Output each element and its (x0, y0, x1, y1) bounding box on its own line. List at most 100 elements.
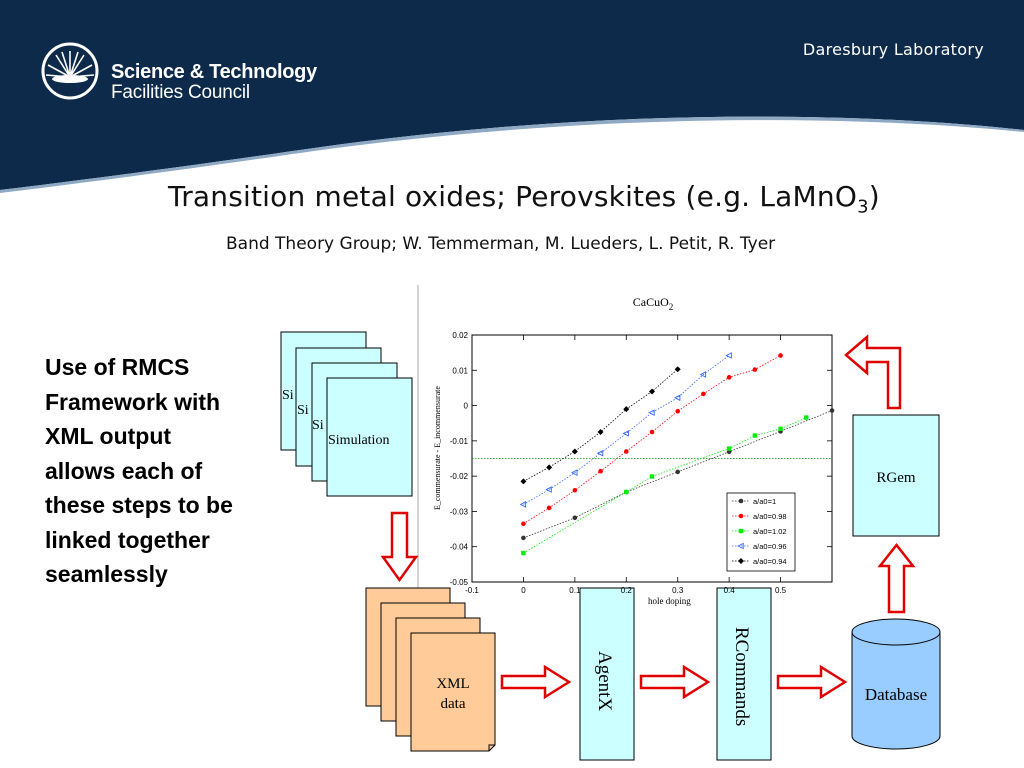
data-point (649, 429, 655, 435)
x-tick-label: -0.1 (465, 586, 479, 595)
x-tick-label: 0.5 (775, 586, 787, 595)
y-tick-label: 0.01 (452, 366, 468, 375)
rgem-box (852, 414, 940, 537)
data-point (778, 426, 783, 432)
data-point (649, 474, 655, 479)
arrow-xml-to-agentx (500, 664, 572, 700)
xml-label-1: XML (436, 676, 469, 692)
data-point (674, 366, 681, 373)
data-point (596, 449, 604, 457)
chart-legend: a/a0=1 a/a0=0.98 a/a0=1.02 a/a0=0.96 a/a0=0.… (726, 492, 796, 572)
simulation-label-1: Si (282, 388, 294, 403)
x-tick-label: 0.2 (621, 586, 633, 595)
data-point (778, 353, 783, 358)
series-a/a0=0.98 (521, 353, 783, 527)
series-a/a0=0.96 (519, 352, 732, 508)
series-a/a0=1.02 (521, 415, 809, 556)
data-point (726, 375, 732, 380)
simulation-label-3: Si (312, 418, 324, 433)
series-a/a0=0.94 (520, 366, 681, 485)
database-cylinder: Database (851, 618, 941, 750)
data-point (738, 498, 744, 504)
legend-label: a/a0=0.98 (753, 512, 787, 521)
series-line (523, 355, 781, 525)
agentx-box (579, 587, 635, 761)
y-tick-label: 0 (464, 402, 469, 411)
data-point (649, 388, 655, 395)
y-tick-label: -0.05 (450, 578, 469, 587)
chart-xlabel: hole doping (648, 596, 691, 606)
x-tick-label: 0.4 (724, 586, 736, 595)
header-banner (0, 0, 1024, 193)
logo-line-1: Science & Technology (111, 61, 317, 83)
data-point (726, 446, 732, 451)
data-point (624, 489, 629, 495)
stfc-logo-icon (41, 42, 99, 100)
rgem-label: RGem (876, 470, 915, 486)
lab-name: Daresbury Laboratory (802, 40, 984, 59)
data-point (737, 542, 744, 550)
data-point (519, 501, 527, 508)
y-tick-label: -0.03 (450, 507, 469, 516)
data-point (675, 408, 681, 414)
chart-title: CaCuO2 (633, 295, 674, 312)
data-point (738, 513, 744, 519)
data-point (571, 469, 578, 476)
arrow-rcommands-to-database (776, 664, 848, 700)
arrow-database-to-rgem (877, 542, 916, 614)
database-label: Database (865, 685, 927, 704)
data-point (571, 448, 578, 455)
data-point (546, 505, 552, 511)
rcommands-label: RCommands (731, 627, 752, 726)
legend-label: a/a0=0.96 (753, 542, 787, 551)
data-point (521, 550, 526, 556)
data-point (598, 468, 603, 474)
rcommands-box (716, 587, 772, 761)
arrow-down-to-xml (380, 511, 419, 583)
xml-card-4 (410, 632, 496, 752)
data-point (738, 528, 744, 534)
legend-box (726, 492, 796, 572)
data-point (675, 469, 681, 475)
data-point (804, 415, 809, 420)
slide-title: Transition metal oxides; Perovskites (e.… (168, 180, 880, 218)
arrow-agentx-to-rcommands (639, 664, 711, 700)
data-point (545, 486, 552, 493)
data-point (597, 429, 604, 436)
data-point (701, 391, 706, 397)
data-point (752, 433, 758, 438)
chart-ylabel: E_commensurate - E_incommensurate (433, 386, 442, 510)
data-point (623, 449, 629, 454)
simulation-card-4 (326, 377, 413, 497)
data-point (738, 558, 744, 564)
x-tick-label: 0.3 (672, 586, 684, 595)
data-point (648, 409, 655, 416)
data-point (829, 408, 835, 413)
legend-label: a/a0=1.02 (753, 527, 787, 536)
x-tick-label: 0 (521, 586, 526, 595)
xml-label-2: data (441, 696, 466, 712)
xml-data-stack: XML data (365, 587, 496, 752)
y-tick-label: 0.02 (452, 331, 468, 340)
body-text: Use of RMCS Framework with XML output al… (45, 354, 233, 587)
simulation-stack: Si Si Si Simulation (280, 331, 413, 497)
legend-label: a/a0=1 (753, 497, 776, 506)
legend-label: a/a0=0.94 (753, 557, 787, 566)
y-tick-label: -0.02 (450, 472, 469, 481)
arrow-rgem-to-chart (844, 334, 902, 410)
data-point (521, 521, 526, 527)
data-point (622, 430, 629, 437)
data-point (725, 352, 732, 359)
data-point (623, 406, 630, 413)
series-line (523, 355, 730, 505)
agentx-label: AgentX (594, 651, 615, 711)
data-point (520, 478, 527, 485)
data-point (572, 515, 578, 521)
data-point (572, 487, 578, 493)
data-point (521, 535, 526, 541)
data-point (673, 394, 681, 402)
logo-line-2: Facilities Council (111, 82, 250, 103)
x-tick-label: 0.1 (569, 586, 581, 595)
y-tick-label: -0.01 (450, 437, 469, 446)
